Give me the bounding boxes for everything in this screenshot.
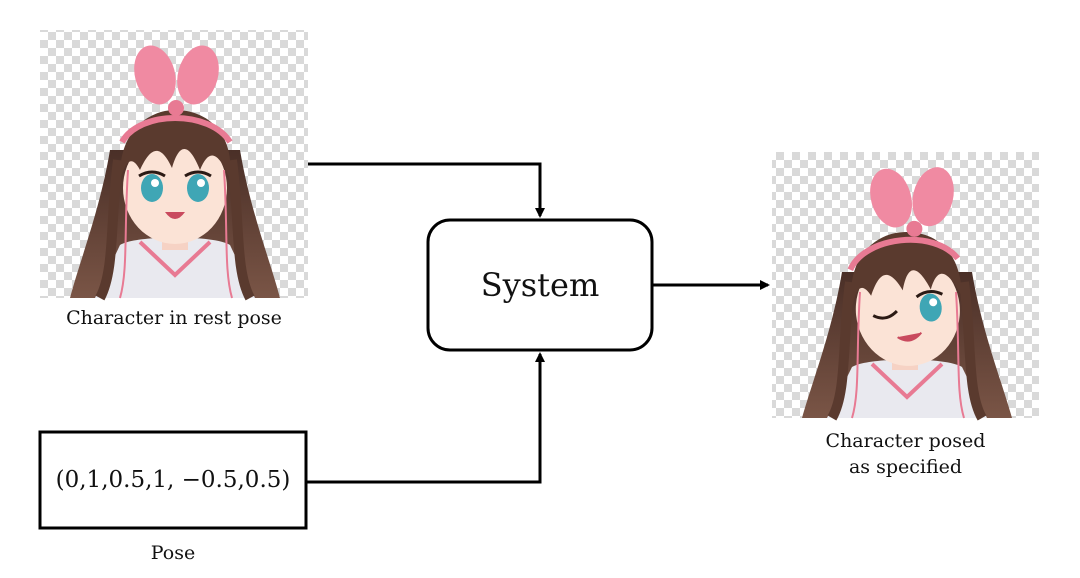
input-character-image [40,30,308,301]
output-character-image [772,152,1039,421]
system-label: System [480,266,600,304]
pose-box [38,430,308,530]
arrow-pose-to-system [306,352,545,484]
pose-label: Pose [150,542,196,564]
input-image-label: Character in rest pose [66,307,282,329]
pose-vector: (0,1,0.5,1, −0.5,0.5) [55,467,291,493]
output-label-line1: Character posed [825,430,986,452]
output-image-label: Character posed as specified [772,428,1039,480]
character-rest-illustration [70,45,280,301]
arrow-image-to-system [308,162,545,218]
output-label-line2: as specified [848,456,963,478]
character-wink-illustration [802,167,1012,421]
